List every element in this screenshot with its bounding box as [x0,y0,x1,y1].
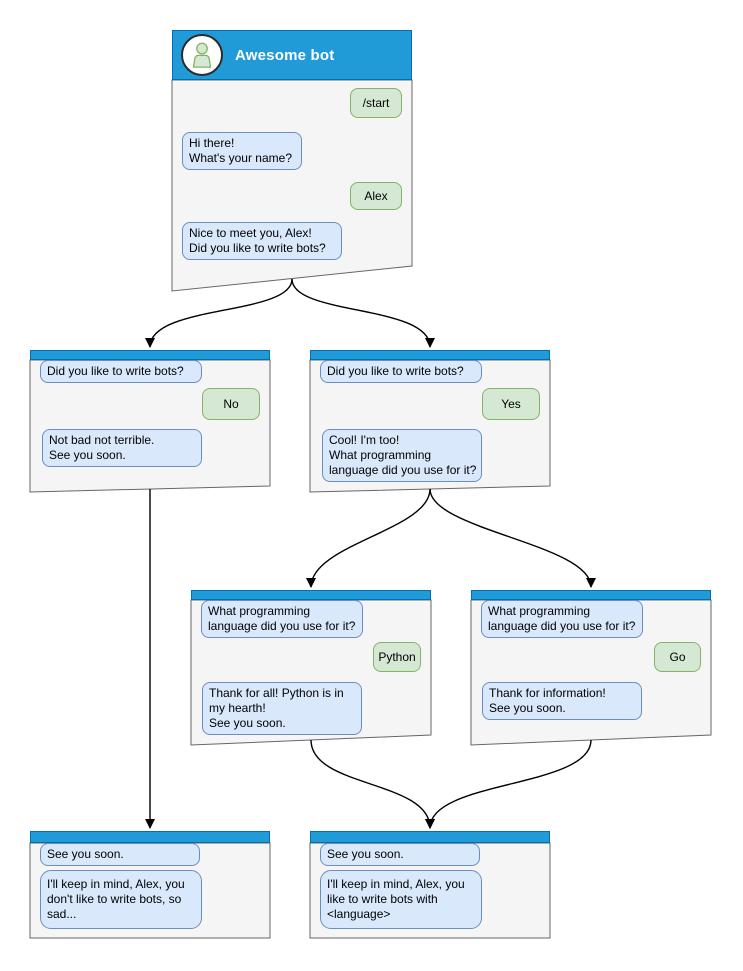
bot-message-bubble: Cool! I'm too! What programming language… [322,429,482,482]
user-message-bubble: Alex [350,182,402,210]
chat-window-end-no: See you soon. I'll keep in mind, Alex, y… [30,831,270,938]
bot-message-bubble: I'll keep in mind, Alex, you like to wri… [320,870,482,929]
chat-window-branch-yes: Did you like to write bots? Yes Cool! I'… [310,350,550,492]
bot-message-bubble: Nice to meet you, Alex! Did you like to … [182,222,342,260]
bot-message-bubble: See you soon. [320,843,480,866]
chat-window-branch-go: What programming language did you use fo… [471,590,711,745]
edge-main-to-branch-no [145,278,293,348]
edge-main-to-branch-yes [291,278,435,348]
bot-message-bubble: Thank for information! See you soon. [482,682,642,720]
chat-window-end-yes: See you soon. I'll keep in mind, Alex, y… [310,831,550,938]
window-titlebar [471,590,711,600]
bot-message-bubble: I'll keep in mind, Alex, you don't like … [40,870,202,929]
bot-message-bubble: Did you like to write bots? [320,360,482,383]
bot-message-bubble: Thank for all! Python is in my hearth! S… [202,682,362,735]
bot-message-bubble: Did you like to write bots? [40,360,202,383]
user-message-bubble: /start [350,88,402,118]
edge-branch-yes-to-go [429,488,596,588]
edge-branch-yes-to-python [306,488,431,588]
chat-window-branch-no: Did you like to write bots? No Not bad n… [30,350,270,492]
bot-message-bubble: Not bad not terrible. See you soon. [42,429,202,467]
user-message-bubble: Go [654,642,701,672]
bot-message-bubble: Hi there! What's your name? [182,132,302,170]
bot-message-bubble: See you soon. [40,843,200,866]
user-message-bubble: Python [373,642,421,672]
chat-window-main: Awesome bot /start Hi there! What's your… [172,30,412,291]
bot-message-bubble: What programming language did you use fo… [481,600,643,638]
window-titlebar [191,590,431,600]
window-titlebar [310,350,550,360]
user-message-bubble: Yes [482,388,540,420]
window-titlebar [30,350,270,360]
bot-message-bubble: What programming language did you use fo… [201,600,363,638]
window-titlebar: Awesome bot [172,30,412,80]
edge-python-to-end-yes [310,739,435,829]
window-titlebar [30,831,270,843]
chat-window-branch-python: What programming language did you use fo… [191,590,431,745]
bot-avatar [181,34,223,76]
window-titlebar [310,831,550,843]
window-title: Awesome bot [235,46,335,64]
person-icon [192,42,212,68]
user-message-bubble: No [202,388,260,420]
edge-go-to-end-yes [425,739,592,829]
